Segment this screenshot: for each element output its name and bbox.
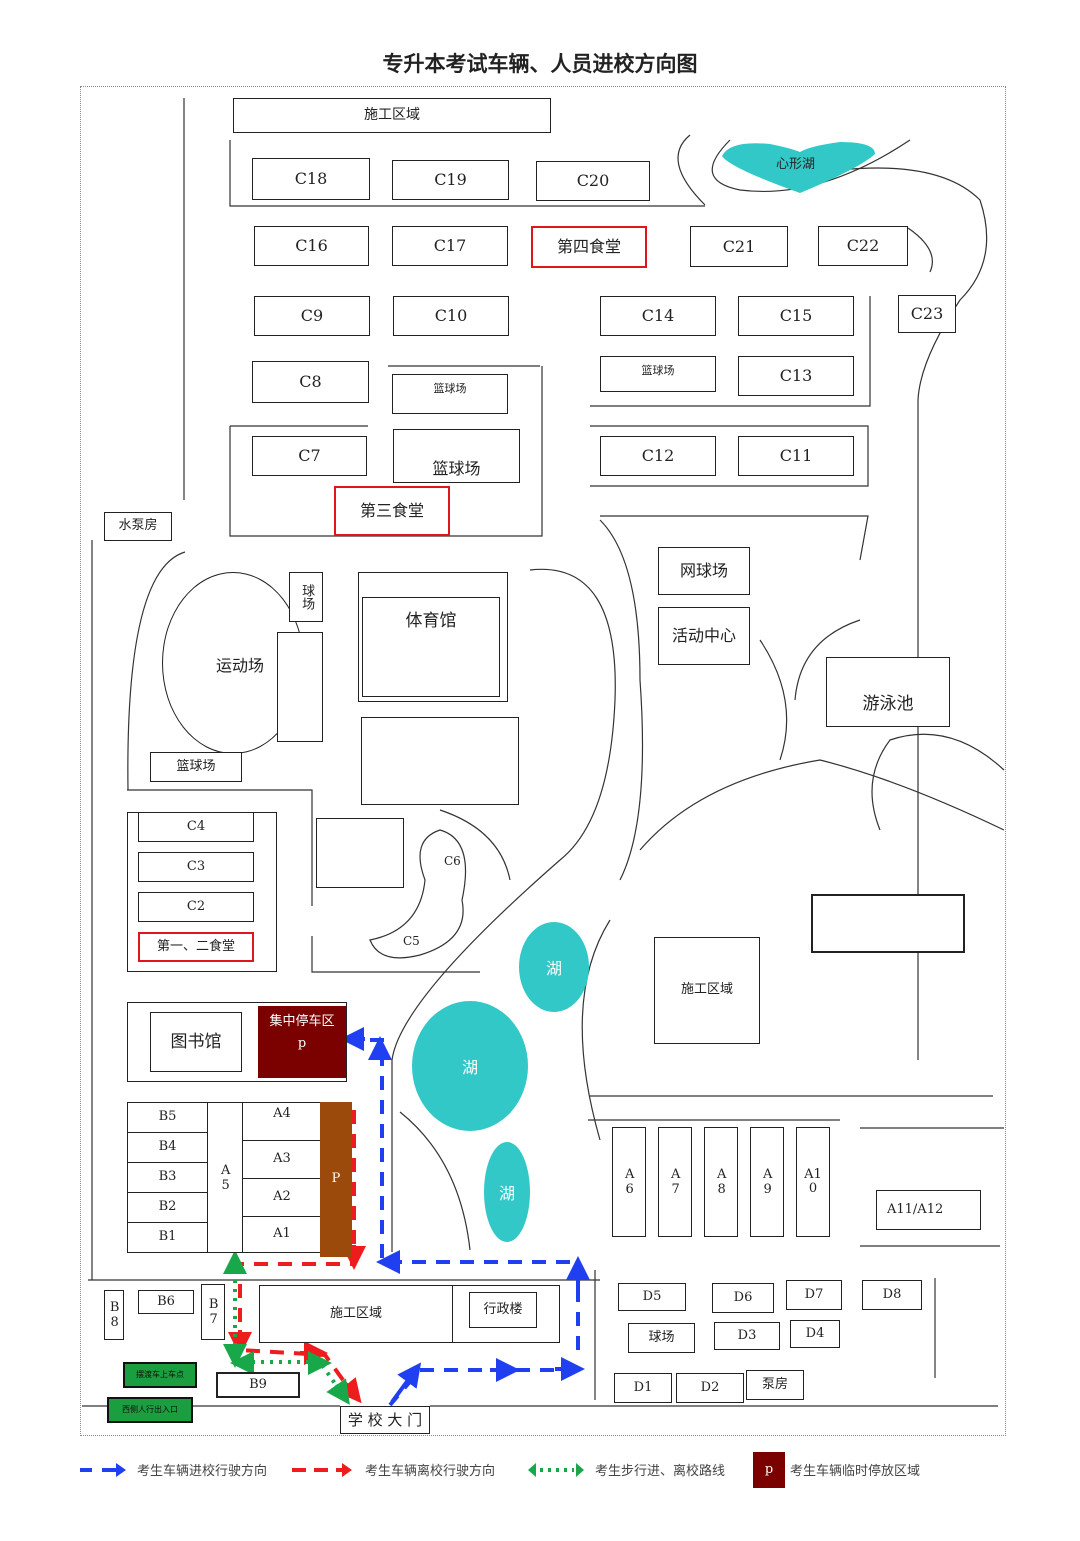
activity-center: 活动中心	[658, 607, 750, 665]
library: 图书馆	[150, 1012, 242, 1072]
building-c21: C21	[690, 226, 788, 267]
building-d7: D7	[786, 1280, 842, 1310]
basketball-court-b: 篮球场	[600, 356, 716, 392]
central-parking: 集中停车区 p	[258, 1006, 346, 1078]
building-b4: B4	[127, 1132, 208, 1163]
legend-parking-swatch: p	[753, 1452, 785, 1488]
parking-label: 集中停车区	[269, 1014, 335, 1029]
construction-area-mid: 施工区域	[654, 937, 760, 1044]
temp-parking-p: P	[320, 1102, 352, 1257]
basketball-court-d: 篮球场	[150, 752, 242, 782]
unnamed-building	[361, 717, 519, 805]
building-d4: D4	[790, 1320, 840, 1348]
building-c13: C13	[738, 356, 854, 396]
building-b6: B6	[138, 1290, 194, 1314]
legend-green-arrow-icon	[528, 1463, 584, 1477]
building-c22: C22	[818, 226, 908, 266]
pump-house-2: 泵房	[746, 1370, 804, 1400]
building-b8: B8	[104, 1290, 124, 1340]
ball-court-2: 球场	[628, 1323, 695, 1353]
canteen-1-2: 第一、二食堂	[138, 932, 254, 962]
construction-area-top: 施工区域	[233, 98, 551, 133]
building-c14: C14	[600, 296, 716, 336]
building-b3: B3	[127, 1162, 208, 1193]
basketball-court-a: 篮球场	[392, 374, 508, 414]
legend-vehicle-out: 考生车辆离校行驶方向	[365, 1464, 496, 1479]
ball-court: 球场	[289, 572, 323, 622]
building-c18: C18	[252, 158, 370, 200]
building-c4: C4	[138, 812, 254, 842]
building-c12: C12	[600, 436, 716, 476]
map-border	[80, 86, 1006, 1436]
building-d5: D5	[618, 1283, 686, 1311]
admin-building: 行政楼	[469, 1292, 537, 1328]
building-d6: D6	[712, 1283, 774, 1313]
building-d3: D3	[714, 1322, 780, 1350]
building-b9: B9	[216, 1372, 300, 1398]
shuttle-stop: 摆渡车上车点	[123, 1362, 197, 1388]
building-a2: A2	[242, 1178, 322, 1217]
building-a5: A5	[207, 1102, 243, 1253]
building-d2: D2	[676, 1373, 744, 1403]
swimming-pool: 游泳池	[826, 657, 950, 727]
building-c17: C17	[392, 226, 508, 266]
building-c9: C9	[254, 296, 370, 336]
heart-lake-shape	[722, 142, 875, 193]
basketball-court-c: 篮球场	[393, 429, 520, 483]
building-c16: C16	[254, 226, 369, 266]
building-a3: A3	[242, 1140, 322, 1179]
building-c3: C3	[138, 852, 254, 882]
unnamed-building-2	[316, 818, 404, 888]
building-c19: C19	[392, 160, 509, 200]
building-c7: C7	[252, 436, 367, 476]
legend-walk: 考生步行进、离校路线	[595, 1464, 726, 1479]
building-b1: B1	[127, 1222, 208, 1253]
building-c15: C15	[738, 296, 854, 336]
building-c2: C2	[138, 892, 254, 922]
heart-lake-label: 心形湖	[776, 157, 816, 172]
building-a8: A8	[704, 1127, 738, 1237]
tennis-court: 网球场	[658, 547, 750, 595]
gymnasium: 体育馆	[362, 597, 500, 697]
canteen-4: 第四食堂	[531, 226, 647, 268]
building-b5: B5	[127, 1102, 208, 1133]
building-c20: C20	[536, 161, 650, 201]
building-a11-a12: A11/A12	[876, 1190, 981, 1230]
legend-blue-arrow-icon	[80, 1463, 126, 1477]
building-a4: A4	[242, 1102, 322, 1141]
building-c5: C5	[403, 934, 420, 948]
building-a6: A6	[612, 1127, 646, 1237]
west-pedestrian-gate: 西侧人行出入口	[107, 1397, 193, 1423]
parking-p: p	[297, 1036, 307, 1052]
lake-1: 湖	[519, 922, 589, 1012]
building-d8: D8	[862, 1280, 922, 1310]
canteen-3: 第三食堂	[334, 486, 450, 536]
building-a10: A10	[796, 1127, 830, 1237]
construction-area-bottom: 施工区域	[259, 1285, 453, 1343]
sports-field-label: 运动场	[216, 656, 265, 675]
building-d1: D1	[614, 1373, 672, 1403]
building-c6: C6	[444, 854, 461, 868]
building-c8: C8	[252, 361, 369, 403]
building-c11: C11	[738, 436, 854, 476]
building-b7: B7	[201, 1284, 225, 1340]
building-a1: A1	[242, 1216, 322, 1253]
lake-3: 湖	[484, 1142, 530, 1242]
building-c23: C23	[898, 295, 956, 333]
page-title: 专升本考试车辆、人员进校方向图	[382, 52, 698, 76]
building-a9: A9	[750, 1127, 784, 1237]
lake-2: 湖	[412, 1001, 528, 1131]
pump-house: 水泵房	[104, 512, 172, 541]
building-a7: A7	[658, 1127, 692, 1237]
legend-red-arrow-icon	[292, 1463, 352, 1477]
main-gate: 学 校 大 门	[340, 1406, 430, 1434]
stand-block	[277, 632, 323, 742]
unnamed-building-3	[811, 894, 965, 953]
legend-vehicle-in: 考生车辆进校行驶方向	[137, 1464, 268, 1479]
legend-parking: 考生车辆临时停放区域	[790, 1464, 921, 1479]
building-b2: B2	[127, 1192, 208, 1223]
building-c10: C10	[393, 296, 509, 336]
